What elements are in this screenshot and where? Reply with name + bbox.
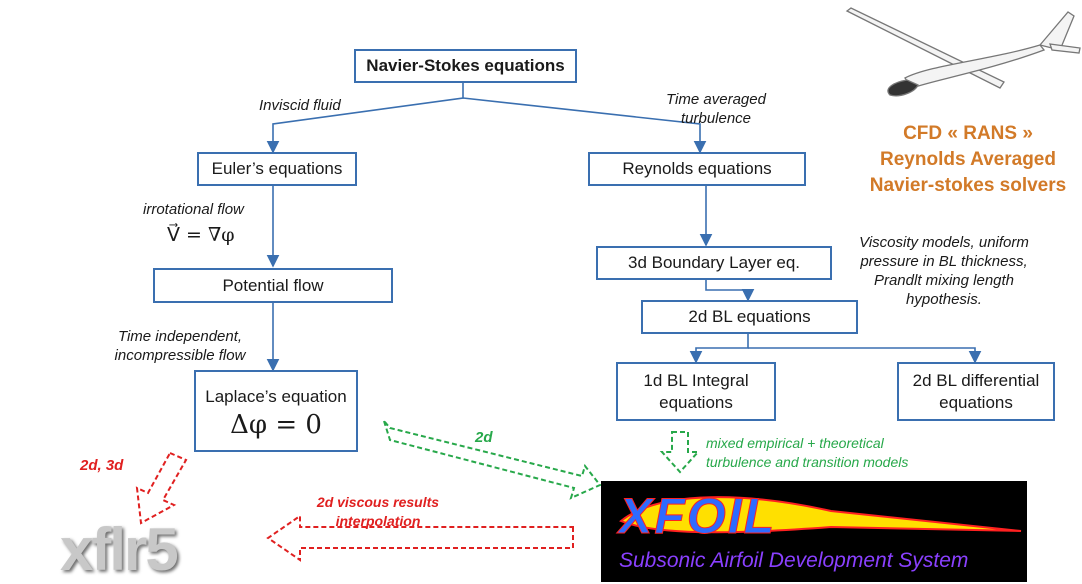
cfd-line3: Navier-stokes solvers bbox=[869, 175, 1067, 196]
xflr5-logo: xflr5 bbox=[60, 516, 179, 583]
box-2d-bl-equations: 2d BL equations bbox=[641, 300, 858, 334]
xfoil-title: XFOIL bbox=[618, 488, 777, 545]
cfd-line1: CFD « RANS » bbox=[903, 123, 1033, 144]
box-reynolds: Reynolds equations bbox=[588, 152, 806, 186]
cfd-rans-text: CFD « RANS » Reynolds Averaged Navier-st… bbox=[868, 121, 1068, 199]
glider-icon bbox=[845, 7, 1081, 97]
green-arrow-models-to-xfoil bbox=[659, 431, 701, 474]
label-2d: 2d bbox=[475, 429, 493, 446]
arrow-2dbl-to-integral bbox=[689, 334, 749, 364]
xfoil-logo: XFOIL Subsonic Airfoil Development Syste… bbox=[601, 481, 1027, 582]
airfoil-icon bbox=[619, 496, 1022, 534]
label-inviscid-fluid: Inviscid fluid bbox=[259, 97, 341, 114]
red-arrow-to-xflr5 bbox=[135, 451, 188, 525]
irrotational-formula: V⃗ = ∇φ bbox=[167, 224, 235, 246]
arrow-2dbl-to-differential bbox=[748, 347, 982, 364]
box-navier-stokes: Navier-Stokes equations bbox=[354, 49, 577, 83]
label-irrotational: irrotational flow bbox=[143, 201, 244, 218]
green-arrow-to-xfoil bbox=[383, 420, 602, 500]
cfd-line2: Reynolds Averaged bbox=[880, 149, 1056, 170]
box-1d-bl-integral: 1d BL Integral equations bbox=[616, 362, 776, 421]
box-3d-boundary-layer: 3d Boundary Layer eq. bbox=[596, 246, 832, 280]
label-time-averaged: Time averaged turbulence bbox=[666, 91, 766, 127]
arrow-ns-to-euler bbox=[266, 82, 464, 154]
box-potential-flow: Potential flow bbox=[153, 268, 393, 303]
label-viscosity-models: Viscosity models, uniform pressure in BL… bbox=[859, 234, 1029, 308]
red-arrow-xfoil-to-xflr5 bbox=[266, 514, 574, 562]
xfoil-subtitle: Subsonic Airfoil Development System bbox=[619, 549, 969, 572]
box-laplace: Laplace’s equation Δφ = 0 bbox=[194, 370, 358, 452]
label-viscous-results: 2d viscous results interpolation bbox=[316, 494, 440, 529]
arrow-3dbl-to-2dbl bbox=[705, 279, 755, 302]
laplace-title: Laplace’s equation bbox=[205, 387, 347, 406]
label-2d-3d: 2d, 3d bbox=[80, 457, 124, 474]
label-mixed-models: mixed empirical + theoretical turbulence… bbox=[706, 435, 909, 470]
arrow-ns-to-reynolds bbox=[462, 97, 707, 154]
box-euler: Euler’s equations bbox=[197, 152, 357, 186]
box-2d-bl-differential: 2d BL differential equations bbox=[897, 362, 1055, 421]
laplace-formula: Δφ = 0 bbox=[230, 410, 322, 440]
label-time-independent: Time independent, incompressible flow bbox=[114, 328, 246, 364]
